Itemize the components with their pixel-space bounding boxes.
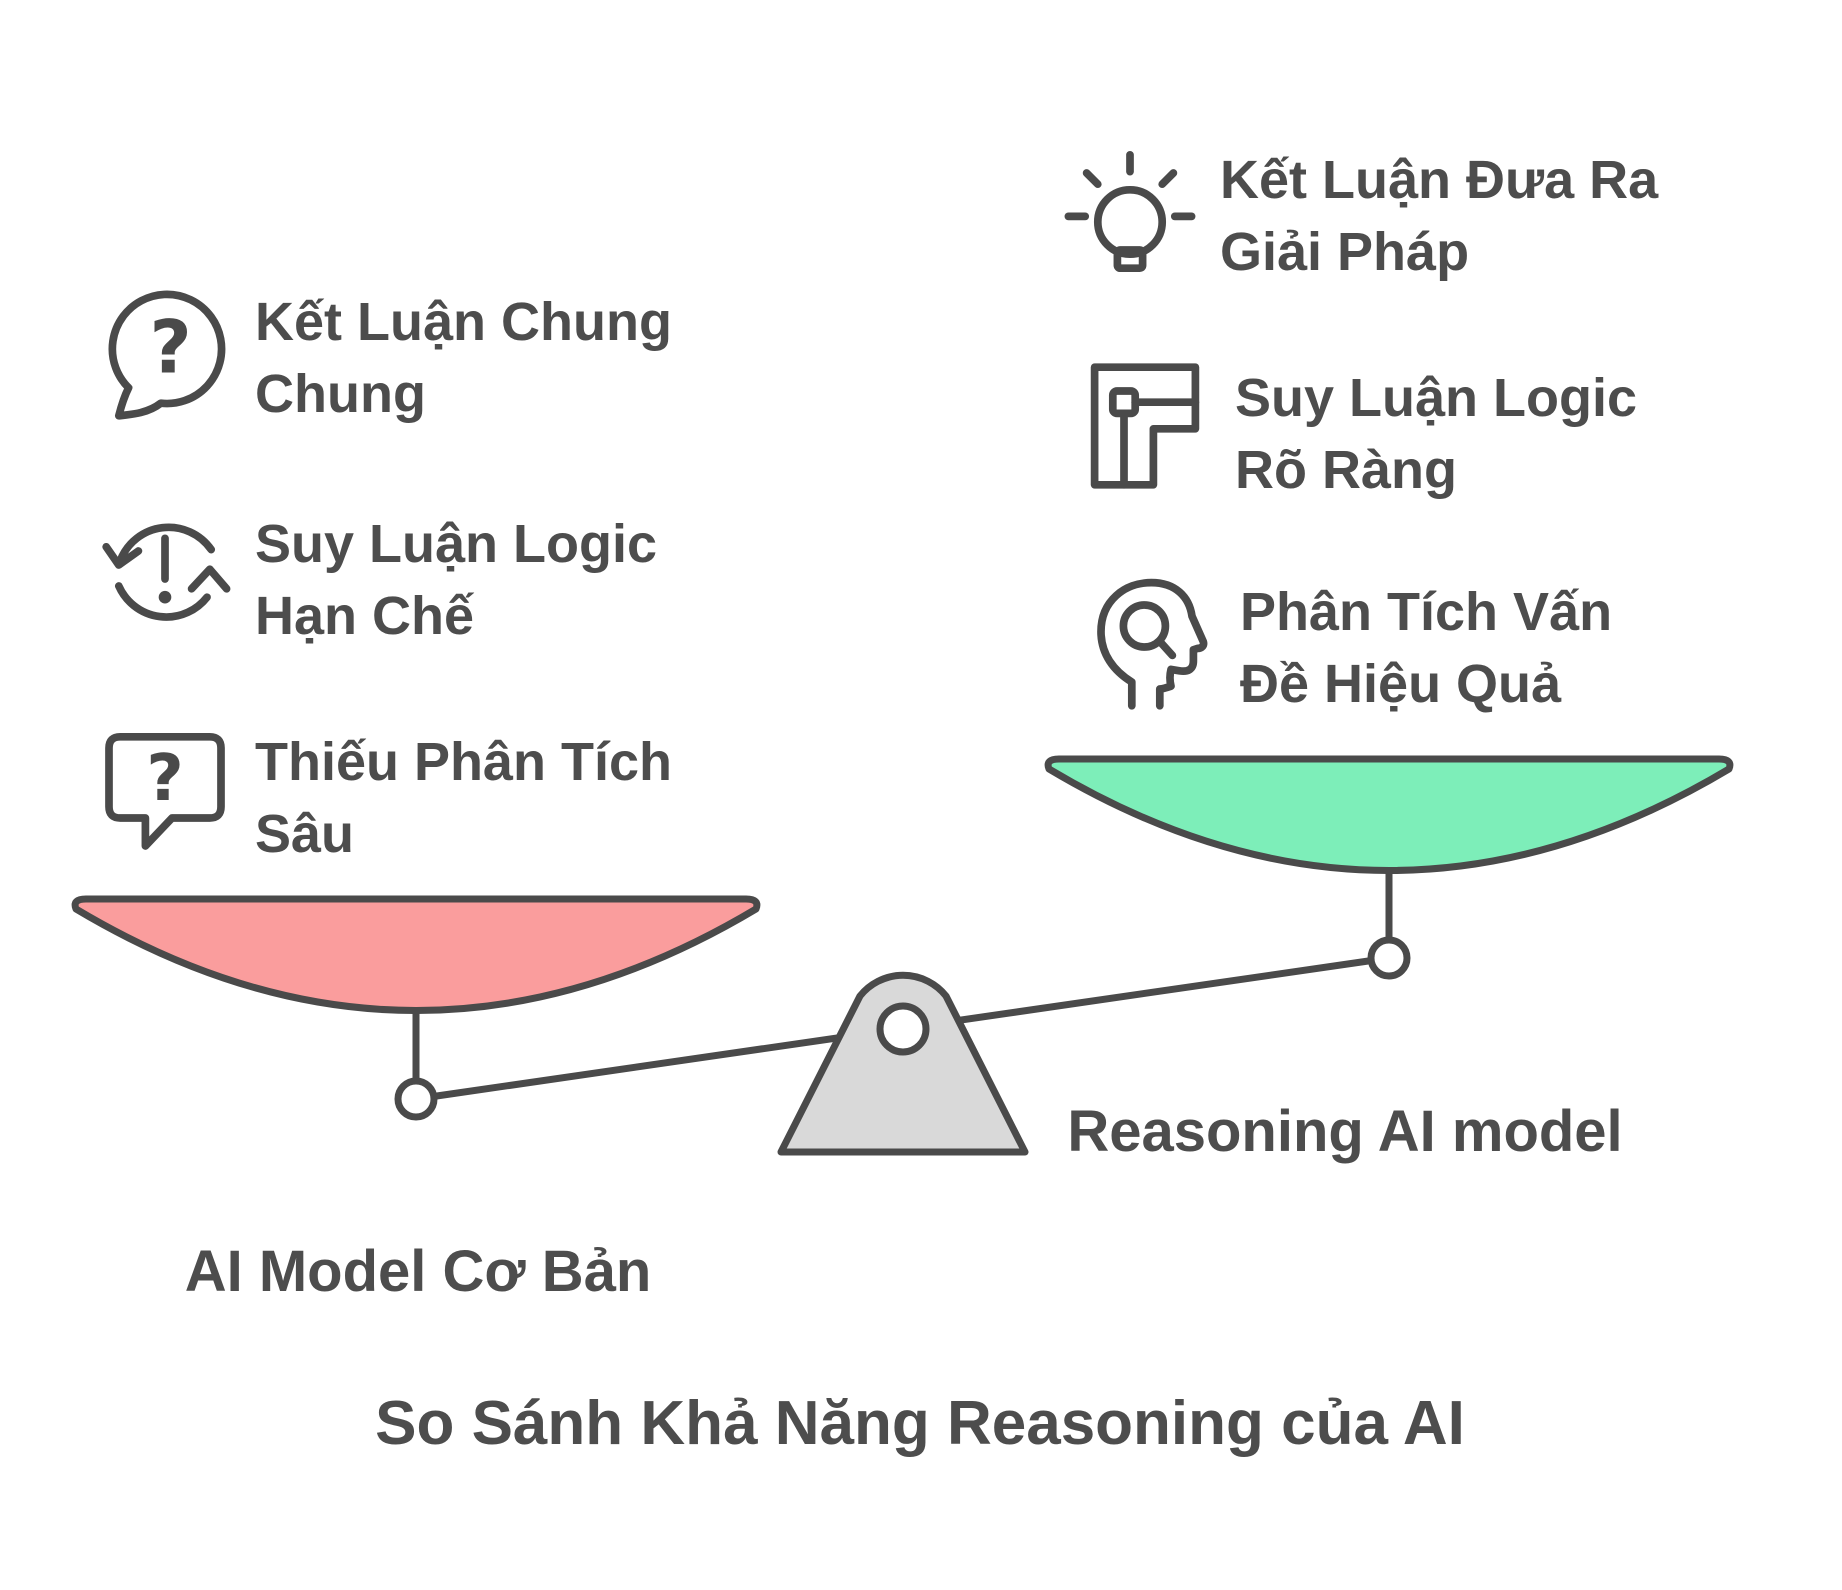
right-pan: [1044, 755, 1734, 874]
list-item: ? Kết Luận Chung Chung: [95, 280, 672, 430]
sync-alert-icon: [95, 502, 235, 642]
chat-question-icon: ?: [95, 280, 235, 420]
item-text: Kết Luận Đưa Ra Giải Pháp: [1220, 150, 1659, 282]
item-text: Suy Luận Logic Hạn Chế: [255, 514, 658, 646]
lightbulb-icon: [1060, 138, 1200, 278]
diagram-title: So Sánh Khả Năng Reasoning của AI: [375, 1389, 1465, 1458]
list-item: ? Thiếu Phân Tích Sâu: [95, 720, 672, 870]
item-text: Phân Tích Vấn Đề Hiệu Quả: [1240, 582, 1613, 714]
item-text: Thiếu Phân Tích Sâu: [255, 732, 673, 864]
list-item: Suy Luận Logic Hạn Chế: [95, 502, 657, 652]
item-text: Suy Luận Logic Rõ Ràng: [1235, 368, 1638, 500]
list-item: Kết Luận Đưa Ra Giải Pháp: [1060, 138, 1658, 288]
list-item: Phân Tích Vấn Đề Hiệu Quả: [1080, 570, 1612, 720]
svg-text:?: ?: [146, 741, 183, 816]
left-pan-ring: [394, 1077, 438, 1121]
flow-structure-icon: [1075, 356, 1215, 496]
svg-text:?: ?: [149, 305, 191, 390]
left-pan-label: AI Model Cơ Bản: [184, 1239, 652, 1304]
left-pan: [71, 895, 761, 1014]
fulcrum: [777, 971, 1029, 1156]
message-question-icon: ?: [95, 720, 235, 860]
fulcrum-pivot: [876, 1002, 930, 1056]
list-item: Suy Luận Logic Rõ Ràng: [1075, 356, 1637, 506]
head-search-icon: [1080, 570, 1220, 710]
item-text: Kết Luận Chung Chung: [255, 292, 672, 424]
right-pan-ring: [1367, 936, 1411, 980]
right-pan-label: Reasoning AI model: [1067, 1099, 1623, 1164]
